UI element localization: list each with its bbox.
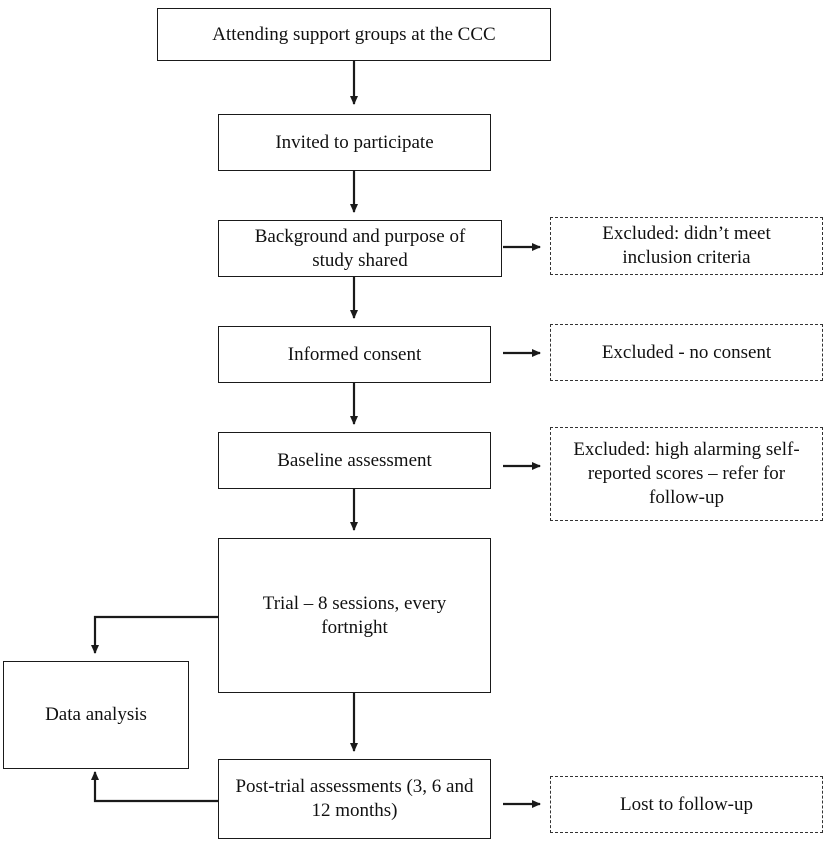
step-post-trial-box: Post-trial assessments (3, 6 and 12 mont… [218,759,491,839]
step-consent-box: Informed consent [218,326,491,383]
step-attending-box: Attending support groups at the CCC [157,8,551,61]
step-invited-box: Invited to participate [218,114,491,171]
lost-followup-box: Lost to follow-up [550,776,823,833]
step-consent-label: Informed consent [287,343,422,365]
step-trial-box: Trial – 8 sessions, every fortnight [218,538,491,693]
step-background-box: Background and purpose of study shared [218,220,502,277]
excluded-scores-box: Excluded: high alarming self-reported sc… [550,427,823,521]
excluded-consent-box: Excluded - no consent [550,324,823,381]
excluded-criteria-label: Excluded: didn’t meet inclusion criteria [602,223,771,268]
step-invited-label: Invited to participate [275,131,434,153]
data-analysis-box: Data analysis [3,661,189,769]
excluded-scores-label: Excluded: high alarming self-reported sc… [573,439,800,508]
arrow-trial-to-data-analysis [91,615,218,654]
step-post-trial-label: Post-trial assessments (3, 6 and 12 mont… [235,776,474,821]
step-background-label: Background and purpose of study shared [254,225,466,271]
step-attending-label: Attending support groups at the CCC [212,23,496,45]
arrow-post-trial-to-data-analysis [91,771,218,803]
excluded-consent-label: Excluded - no consent [601,341,772,363]
step-trial-label: Trial – 8 sessions, every fortnight [262,592,447,638]
data-analysis-label: Data analysis [45,704,147,725]
lost-followup-label: Lost to follow-up [620,793,753,815]
step-baseline-label: Baseline assessment [277,449,432,471]
step-baseline-box: Baseline assessment [218,432,491,489]
excluded-criteria-box: Excluded: didn’t meet inclusion criteria [550,217,823,275]
